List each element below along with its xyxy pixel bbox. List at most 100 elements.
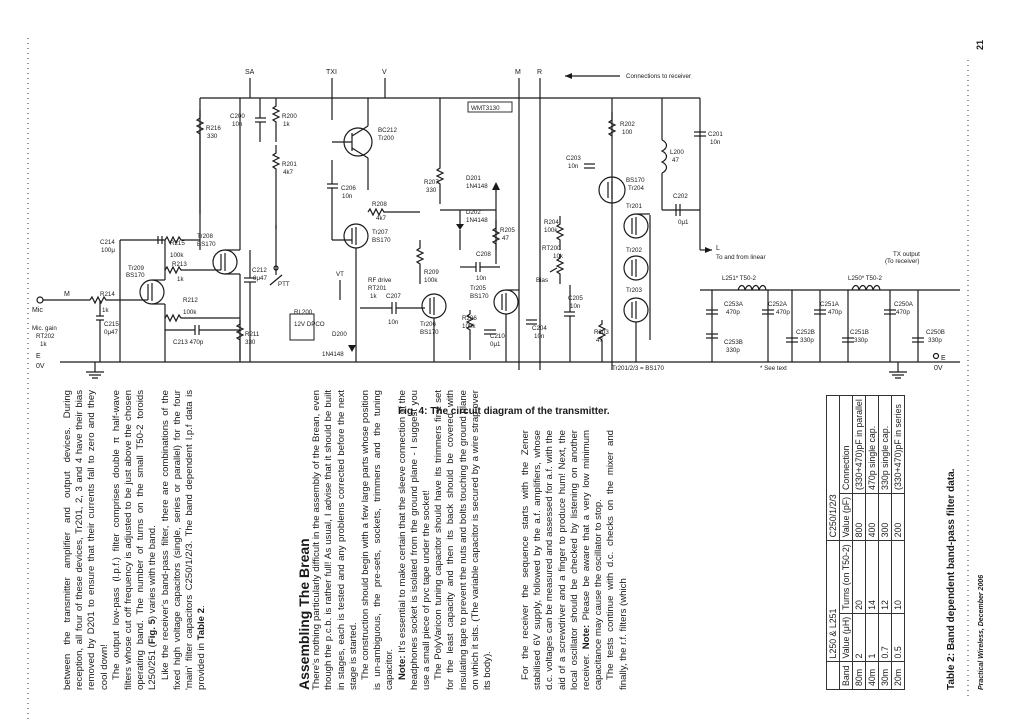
r212-label: R212 <box>183 297 198 304</box>
col2-para-2: The construction should begin with a few… <box>360 390 396 690</box>
c215-value: 0μ47 <box>104 329 118 336</box>
article-column-1: between the transmitter amplifier and ou… <box>62 390 208 690</box>
c253-pair <box>706 290 718 362</box>
c252b-label: C252B <box>796 329 815 336</box>
c205-value: 10n <box>570 303 581 310</box>
r215-label: R215 <box>170 240 185 247</box>
d202-label: D202 <box>466 209 481 216</box>
tr207-type: BS170 <box>372 237 391 244</box>
c214-value: 100μ <box>101 247 115 254</box>
l251-label: L251* T50-2 <box>722 275 757 282</box>
table-2-caption: Table 2: Band dependent band-pass filter… <box>946 468 957 690</box>
table-cell: 1 <box>865 613 879 662</box>
switching-section: BC212 Tr200 C206 10n R208 4k7 Tr207 BS17… <box>289 98 420 362</box>
r214-value: 1k <box>102 307 109 314</box>
note-label: Note: <box>396 655 408 680</box>
th-band: Band <box>839 661 853 690</box>
r206-label: R206 <box>462 315 477 322</box>
bc212-ref: Tr200 <box>378 135 394 142</box>
r206-value: 100k <box>462 323 476 330</box>
tr208-type: BS170 <box>197 241 216 248</box>
mic-gain-label: Mic. gain <box>32 325 57 332</box>
col1-para-3: Like the receiver's band-pass filter, th… <box>160 390 209 690</box>
c253a-label: C253A <box>724 301 744 308</box>
c200-value: 10n <box>232 121 243 128</box>
r209-value: 100k <box>424 277 438 284</box>
c252b-value: 330p <box>800 337 814 344</box>
bias-section: R204 100k RT200 10k Bias C204 10n C205 1… <box>526 216 583 362</box>
r214-label: R214 <box>100 291 115 298</box>
c253b-label: C253B <box>724 339 743 346</box>
r216-label: R216 <box>206 125 221 132</box>
l250-inductor-icon <box>851 284 881 291</box>
r205-label: R205 <box>500 227 515 234</box>
table-group-l250: L250 & L251 <box>826 540 840 662</box>
th-turns: Turns (on T50-2) <box>839 540 853 614</box>
col1-para-2: The output low-pass (l.p.f.) filter comp… <box>111 390 160 690</box>
table-cell: 2 <box>852 613 866 662</box>
c252-pair <box>762 290 798 362</box>
d202-type: 1N4148 <box>466 217 488 224</box>
col2-para-1: There's nothing particularly difficult i… <box>311 390 359 690</box>
fig5-ref: Fig. 5 <box>147 619 159 645</box>
ground-symbol-icon <box>889 371 907 379</box>
rt201-label: RT201 <box>368 285 387 292</box>
table-cell: 40m <box>865 661 879 690</box>
r213-value: 1k <box>177 276 184 283</box>
c250b-label: C250B <box>926 329 945 336</box>
supply-rails <box>199 78 701 370</box>
c214-label: C214 <box>100 239 115 246</box>
to-from-linear: To and from linear <box>716 254 766 261</box>
r208-label: R208 <box>372 201 387 208</box>
c202-value: 0μ1 <box>678 219 689 226</box>
r205-value: 47 <box>502 235 509 242</box>
c250b-value: 330p <box>928 337 942 344</box>
r201-value: 4k7 <box>283 169 294 176</box>
table-row: 80m 2 20 800 (330+470)pF in parallel <box>852 395 866 690</box>
low-pass-filter-section: L251* T50-2 L250* T50-2 C253A 470p C253B… <box>700 275 960 362</box>
r203-value: 47 <box>596 337 603 344</box>
rt200-value: 10k <box>553 253 564 260</box>
table-cell: 0.7 <box>878 613 892 662</box>
wmt-label: WMT3130 <box>471 105 500 112</box>
see-text-note: * See text <box>760 365 787 372</box>
tr201-label: Tr201 <box>626 203 642 210</box>
col2-para-3: Note: It's essential to make certain tha… <box>397 390 434 690</box>
table-cell: 12 <box>878 540 892 614</box>
tr204-type: BS170 <box>626 177 645 184</box>
ptt-switch-icon <box>269 274 283 286</box>
l250-label: L250* T50-2 <box>848 275 883 282</box>
rl200-label: RL200 <box>294 309 313 316</box>
arrow-head-icon <box>565 73 572 79</box>
table-cell: 80m <box>852 661 866 690</box>
c206-value: 10n <box>342 193 353 200</box>
col3-para-1: For the receiver the sequence starts wit… <box>520 430 605 690</box>
l200-inductor-icon <box>660 139 668 174</box>
table-2-wrapper: L250 & L251 C250/1/2/3 Band Value (μH) T… <box>826 395 905 690</box>
c251a-label: C251A <box>820 301 840 308</box>
c251b-value: 330p <box>854 337 868 344</box>
table-row: 20m 0.5 10 200 (330+470)pF in series <box>891 395 905 690</box>
m-label: M <box>64 291 70 298</box>
c210-value: 0μ1 <box>490 341 501 348</box>
signal-v: V <box>382 69 387 76</box>
c202-label: C202 <box>673 193 688 200</box>
table-cell: 0.5 <box>891 613 905 662</box>
tr203-label: Tr203 <box>626 287 642 294</box>
rf-drive-section: RF drive RT201 1k C207 10n R209 100k Tr2… <box>360 98 519 362</box>
table-cell: 800 <box>852 493 866 541</box>
d200-type: 1N4148 <box>322 351 344 358</box>
table-cell: 470p single cap. <box>865 395 879 494</box>
l251-inductor-icon <box>737 284 767 291</box>
tr202-label: Tr202 <box>626 247 642 254</box>
th-value-pf: Value (pF) <box>839 493 853 541</box>
c208-label: C208 <box>476 251 491 258</box>
d201-type: 1N4148 <box>466 183 488 190</box>
table-cell: 200 <box>891 493 905 541</box>
c208-value: 10n <box>476 275 487 282</box>
tr206-type: BS170 <box>420 329 439 336</box>
article-column-3: For the receiver the sequence starts wit… <box>520 430 630 690</box>
col3-para-2: The tests continue with d.c. checks on t… <box>605 430 629 690</box>
bs170-note: Tr201/2/3 = BS170 <box>612 365 664 372</box>
signal-txi: TXI <box>326 69 337 76</box>
